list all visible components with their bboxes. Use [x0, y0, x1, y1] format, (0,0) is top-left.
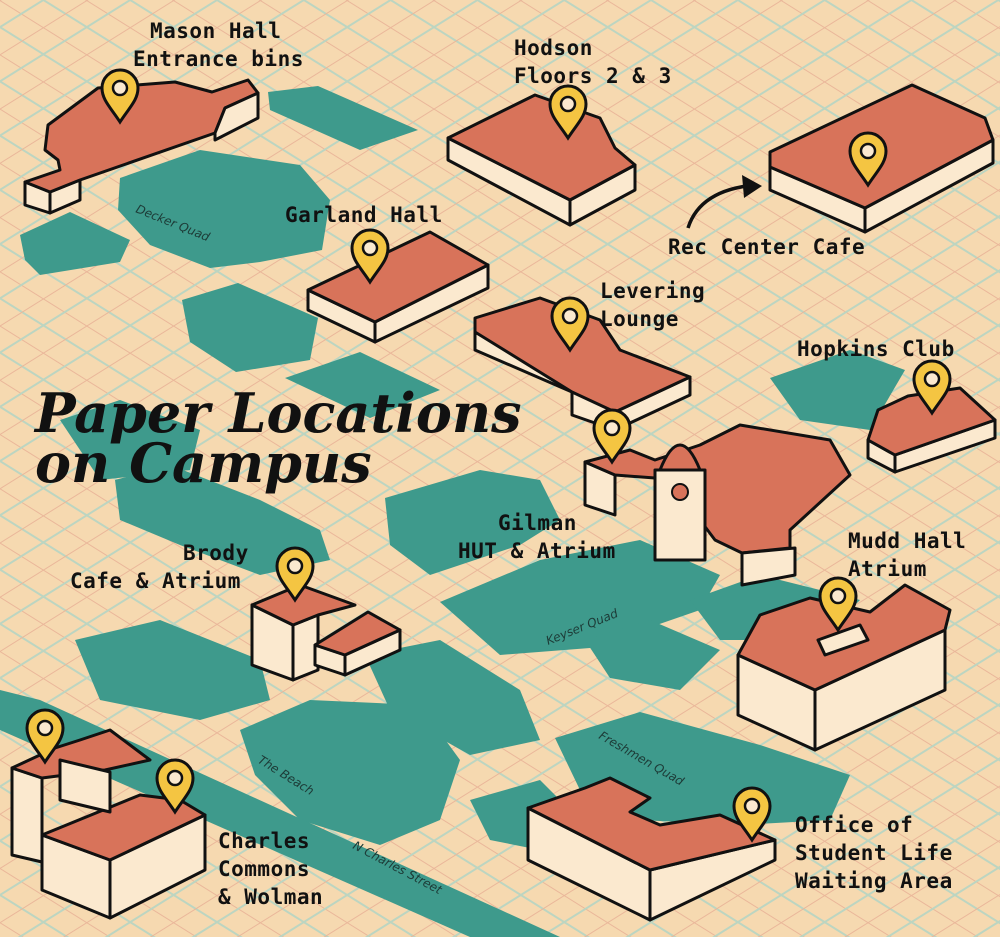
label-line: Charles	[218, 829, 310, 853]
building-student-life[interactable]	[526, 776, 777, 922]
map-title-line-2: on Campus	[35, 431, 372, 495]
label-line: Mudd Hall	[848, 529, 966, 553]
label-garland-hall: Garland Hall	[285, 203, 443, 227]
green-area	[585, 620, 720, 690]
label-line: Entrance bins	[133, 47, 304, 71]
building-hodson[interactable]	[446, 93, 637, 227]
label-line: Student Life	[795, 841, 953, 865]
building-wolman[interactable]	[58, 758, 112, 814]
label-levering: Levering Lounge	[600, 279, 705, 331]
label-line: Office of	[795, 813, 913, 837]
building-hopkins-club[interactable]	[866, 386, 997, 474]
label-line: Lounge	[600, 307, 679, 331]
label-line: HUT & Atrium	[458, 539, 616, 563]
label-brody: Brody Cafe & Atrium	[70, 541, 249, 593]
green-area	[115, 465, 330, 575]
label-student-life: Office of Student Life Waiting Area	[795, 813, 953, 893]
green-area	[75, 620, 270, 720]
label-hodson: Hodson Floors 2 & 3	[514, 36, 672, 88]
label-line: Rec Center Cafe	[668, 235, 865, 259]
label-rec-center: Rec Center Cafe	[668, 235, 865, 259]
building-garland-hall[interactable]	[306, 230, 490, 344]
the-beach-area	[240, 700, 460, 845]
green-area	[385, 470, 560, 575]
building-mudd-hall[interactable]	[736, 583, 952, 752]
label-mason-hall: Mason Hall Entrance bins	[133, 19, 304, 71]
decker-quad-area	[118, 150, 330, 268]
label-line: Floors 2 & 3	[514, 64, 672, 88]
label-line: Levering	[600, 279, 705, 303]
green-area	[268, 86, 418, 150]
label-line: Hodson	[514, 36, 593, 60]
label-hopkins-club: Hopkins Club	[797, 337, 955, 361]
building-brody[interactable]	[250, 583, 402, 682]
green-area	[770, 350, 905, 430]
green-area	[285, 352, 440, 418]
label-mudd-hall: Mudd Hall Atrium	[848, 529, 966, 581]
label-line: & Wolman	[218, 885, 323, 909]
label-line: Gilman	[498, 511, 577, 535]
map-title-line-1: Paper Locations	[33, 381, 522, 445]
label-line: Commons	[218, 857, 310, 881]
label-line: Waiting Area	[795, 869, 953, 893]
green-area	[60, 400, 200, 480]
building-levering[interactable]	[473, 296, 692, 432]
green-area	[20, 212, 130, 275]
green-area	[182, 283, 318, 372]
label-line: Mason Hall	[150, 19, 281, 43]
label-line: Atrium	[848, 557, 927, 581]
label-charles-commons: Charles Commons & Wolman	[218, 829, 323, 909]
arrow-head-icon	[742, 175, 762, 198]
label-gilman: Gilman HUT & Atrium	[458, 511, 616, 563]
building-charles-commons[interactable]	[10, 728, 207, 920]
building-gilman-hall[interactable]	[583, 423, 852, 587]
label-line: Cafe & Atrium	[70, 569, 241, 593]
label-line: Brody	[183, 541, 249, 565]
building-mason-hall[interactable]	[23, 78, 260, 215]
label-line: Garland Hall	[285, 203, 443, 227]
label-line: Hopkins Club	[797, 337, 955, 361]
green-area	[365, 640, 540, 755]
